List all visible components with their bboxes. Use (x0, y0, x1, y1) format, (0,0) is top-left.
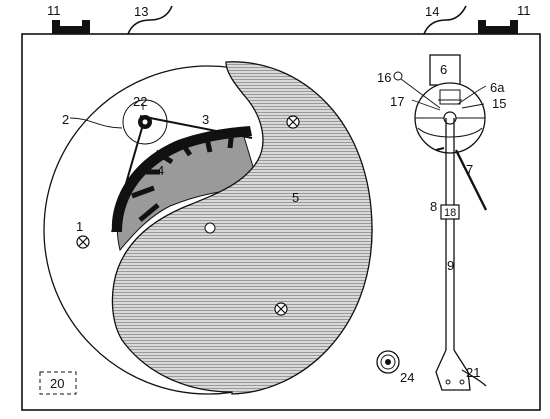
motor-rim-area (111, 126, 261, 252)
tonearm-assembly (393, 54, 488, 391)
label-3: 3 (202, 112, 209, 127)
label-6a: 6a (490, 80, 505, 95)
dashed-box-20 (39, 371, 77, 395)
label-11-left: 11 (47, 3, 61, 18)
label-2: 2 (62, 112, 69, 127)
screw-bottom (274, 302, 288, 316)
knob-24 (376, 350, 400, 374)
label-4: 4 (157, 163, 164, 178)
cue-lever (454, 149, 488, 211)
label-5: 5 (292, 190, 299, 205)
foot-right (478, 20, 518, 34)
label-6: 6 (440, 62, 447, 77)
label-18: 18 (444, 207, 456, 219)
screw-1 (76, 235, 90, 249)
label-22: 22 (133, 94, 147, 109)
label-21: 21 (466, 365, 480, 380)
foot-left (52, 20, 90, 34)
platter (111, 61, 373, 395)
label-20: 20 (50, 376, 64, 391)
label-1: 1 (76, 219, 83, 234)
cable-14 (423, 5, 467, 35)
label-16: 16 (377, 70, 391, 85)
label-24: 24 (400, 370, 414, 385)
label-15: 15 (492, 96, 506, 111)
drive-belt (111, 115, 253, 233)
cable-13 (127, 5, 173, 35)
spindle (204, 222, 216, 234)
label-13: 13 (134, 4, 148, 19)
screw-top (286, 115, 300, 129)
sensor-box (440, 204, 460, 220)
label-17: 17 (390, 94, 404, 109)
label-14: 14 (425, 4, 439, 19)
ring-16 (393, 71, 403, 81)
label-11-right: 11 (517, 3, 531, 18)
label-9: 9 (447, 258, 454, 273)
counterweight (429, 54, 461, 86)
label-8: 8 (430, 199, 437, 214)
label-7: 7 (466, 162, 473, 177)
